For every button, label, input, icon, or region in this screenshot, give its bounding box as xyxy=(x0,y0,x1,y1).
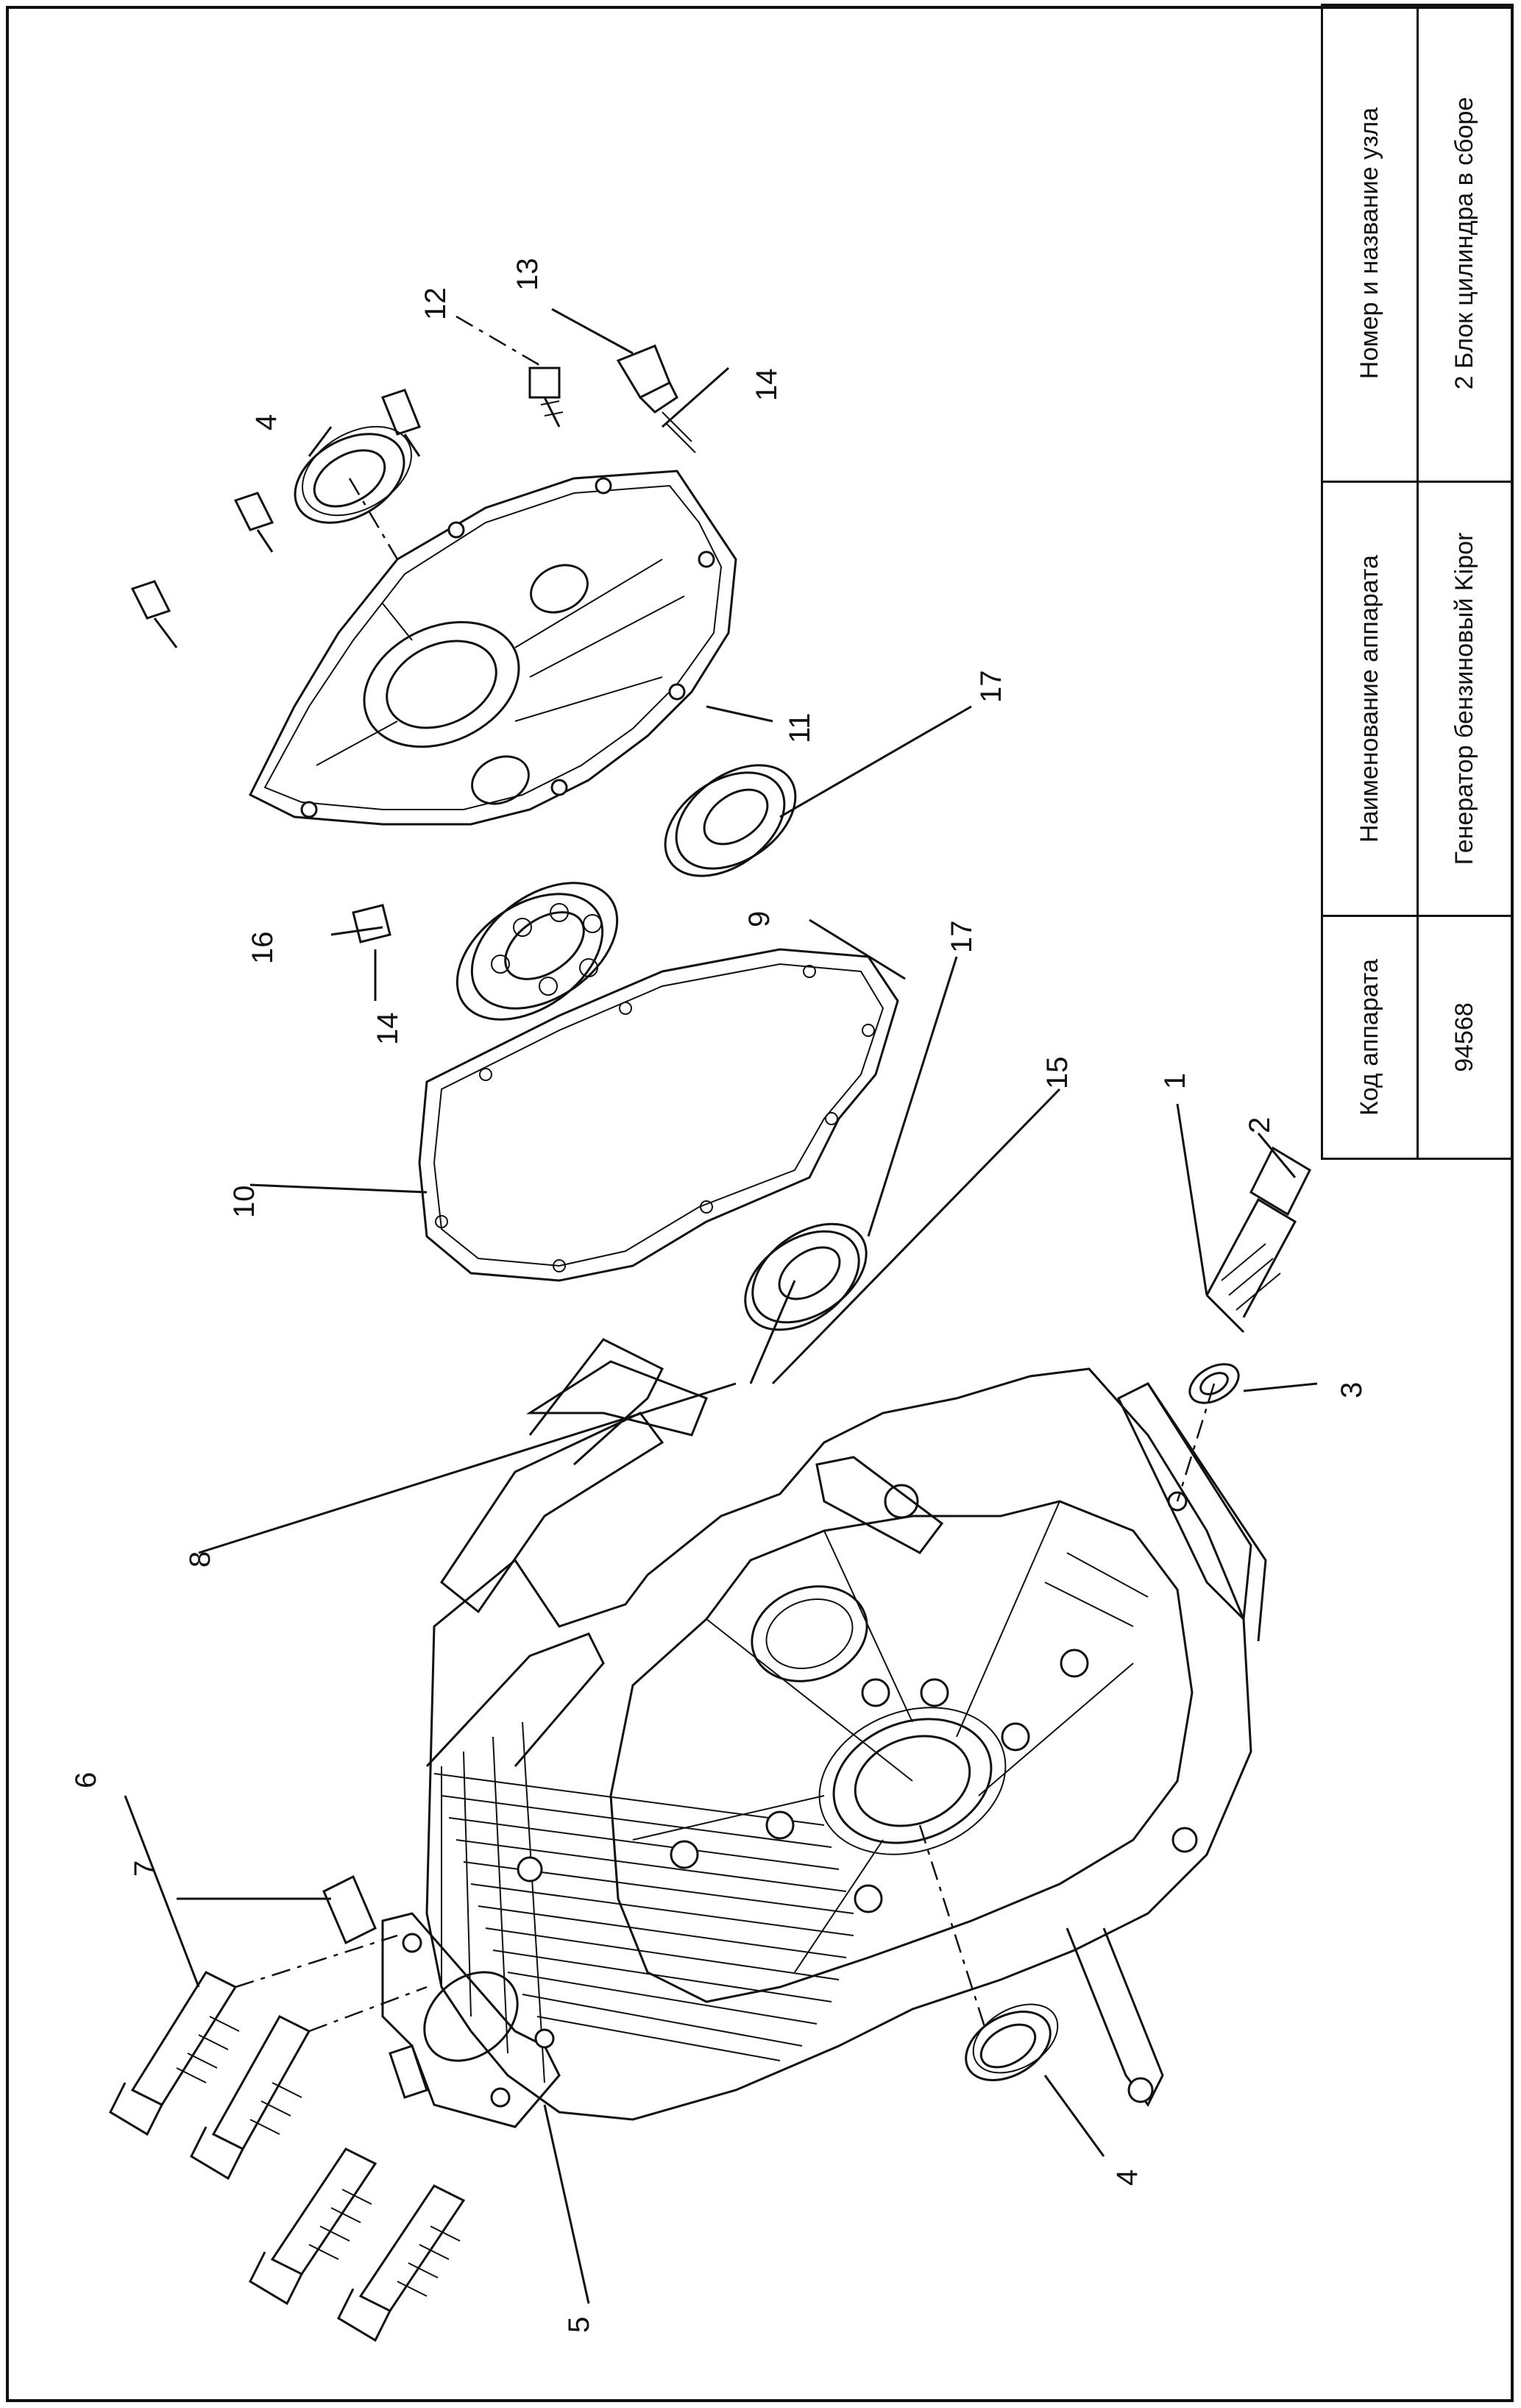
callout-14-right: 14 xyxy=(751,369,783,402)
callout-4-lower: 4 xyxy=(1111,2170,1144,2186)
drawing-frame xyxy=(6,6,1514,2402)
header-assembly-name: Номер и название узла xyxy=(1322,4,1417,482)
title-value-row: 94568 Генератор бензиновый Kipor 2 Блок … xyxy=(1417,4,1513,1159)
callout-11: 11 xyxy=(784,712,816,743)
title-header-row: Код аппарата Наименование аппарата Номер… xyxy=(1322,4,1417,1159)
part-gasket-plate-5 xyxy=(381,1912,561,2128)
callout-4-upper: 4 xyxy=(250,414,283,431)
callout-6: 6 xyxy=(70,1772,102,1788)
part-oil-seal-4-lower xyxy=(965,2003,1059,2081)
callout-7: 7 xyxy=(129,1860,161,1877)
part-washer-3 xyxy=(1188,1363,1240,1404)
callout-1: 1 xyxy=(1159,1073,1191,1089)
title-block: Код аппарата Наименование аппарата Номер… xyxy=(1321,4,1514,1160)
part-crankcase-cover-11 xyxy=(248,470,737,826)
callout-14-left: 14 xyxy=(372,1013,404,1046)
callout-15: 15 xyxy=(1041,1057,1074,1090)
part-screw-12 xyxy=(528,366,564,428)
value-assembly-name: 2 Блок цилиндра в сборе xyxy=(1417,4,1513,482)
title-table: Код аппарата Наименование аппарата Номер… xyxy=(1321,4,1514,1160)
callout-8: 8 xyxy=(184,1551,216,1568)
callout-17-lower: 17 xyxy=(946,921,978,954)
callout-5: 5 xyxy=(563,2317,595,2333)
part-bearing-9 xyxy=(455,882,619,1021)
callout-3: 3 xyxy=(1336,1382,1368,1398)
callout-12: 12 xyxy=(419,288,452,321)
part-bearing-17-lower xyxy=(744,1222,868,1331)
part-bearing-17-upper xyxy=(664,764,797,877)
cylinder-block xyxy=(425,1338,1267,2121)
value-device-code: 94568 xyxy=(1417,916,1513,1159)
callout-9: 9 xyxy=(743,911,776,927)
part-dowel-pins-7 xyxy=(322,1874,428,2099)
part-breather-13 xyxy=(616,344,696,453)
callout-2: 2 xyxy=(1244,1117,1276,1133)
header-device-name: Наименование аппарата xyxy=(1322,481,1417,916)
part-bolts-6 xyxy=(109,1971,466,2343)
part-screws-loose xyxy=(130,389,421,648)
callout-10: 10 xyxy=(228,1186,260,1219)
cooling-fins xyxy=(433,1721,854,2083)
part-nut-16 xyxy=(352,904,391,943)
leader-lines xyxy=(124,426,1318,2304)
callout-17-upper: 17 xyxy=(975,670,1007,704)
part-bolt-2 xyxy=(1205,1146,1311,1334)
callout-13: 13 xyxy=(511,258,544,291)
part-oil-seal-4-upper xyxy=(294,425,412,524)
callout-16: 16 xyxy=(247,932,279,965)
callout-numbers: 1 2 3 4 4 5 6 7 8 9 10 11 12 13 14 14 15… xyxy=(70,258,1368,2334)
value-device-name: Генератор бензиновый Kipor xyxy=(1417,481,1513,916)
header-device-code: Код аппарата xyxy=(1322,916,1417,1159)
part-gasket-10 xyxy=(418,948,899,1282)
